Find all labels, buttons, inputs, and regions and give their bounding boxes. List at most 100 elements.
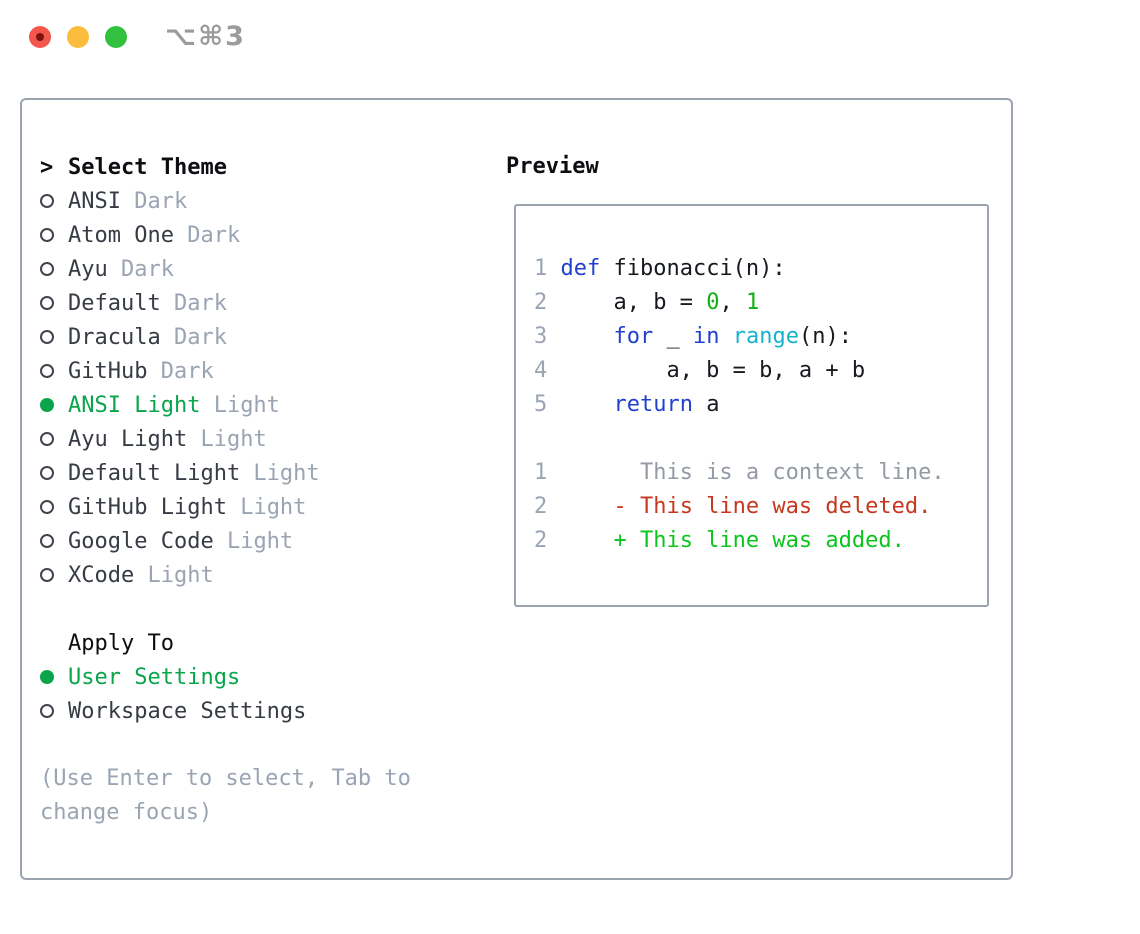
code-segment <box>547 494 613 519</box>
apply-option-workspace-settings[interactable]: Workspace Settings <box>40 694 440 728</box>
close-button[interactable] <box>29 26 51 48</box>
code-segment-deleted: - This line was deleted. <box>613 494 932 519</box>
code-segment <box>547 392 613 417</box>
spacer <box>40 728 440 762</box>
code-line: 1 def fibonacci(n): <box>534 252 987 286</box>
radio-selected-icon <box>40 398 54 412</box>
code-segment-number: 1 <box>745 290 760 315</box>
radio-unselected-icon <box>40 432 54 446</box>
code-line: 5 return a <box>534 388 987 422</box>
radio-unselected-icon <box>40 262 54 276</box>
theme-option-github-light[interactable]: GitHub Light Light <box>40 490 440 524</box>
theme-name: Ayu Light <box>68 426 188 452</box>
line-number: 1 <box>534 256 548 281</box>
code-line: 4 a, b = b, a + b <box>534 354 987 388</box>
select-theme-title: Select Theme <box>68 154 227 180</box>
close-button-dot <box>36 33 44 41</box>
theme-name: ANSI Light <box>68 392 201 418</box>
theme-option-github[interactable]: GitHub Dark <box>40 354 440 388</box>
zoom-button[interactable] <box>105 26 127 48</box>
line-number: 1 <box>534 460 548 485</box>
theme-variant-badge: Light <box>240 460 320 486</box>
select-theme-header: > Select Theme <box>40 150 440 184</box>
radio-unselected-icon <box>40 194 54 208</box>
theme-variant-badge: Dark <box>120 188 188 214</box>
code-segment <box>547 528 613 553</box>
code-segment: a, b = b, a + b <box>547 358 866 383</box>
preview-section: Preview 1 def fibonacci(n):2 a, b = 0, 1… <box>506 150 989 607</box>
apply-to-header: Apply To <box>40 626 440 660</box>
keyboard-shortcut-label: ⌥⌘3 <box>165 21 246 52</box>
radio-unselected-icon <box>40 296 54 310</box>
code-segment-keyword: def <box>560 256 601 281</box>
radio-unselected-icon <box>40 228 54 242</box>
theme-option-xcode[interactable]: XCode Light <box>40 558 440 592</box>
code-line: 2 - This line was deleted. <box>534 490 987 524</box>
code-line <box>534 422 987 456</box>
prompt-caret-icon: > <box>40 154 54 180</box>
code-segment: , <box>719 290 746 315</box>
theme-name: XCode <box>68 562 135 588</box>
code-segment-function: range <box>732 324 799 349</box>
radio-unselected-icon <box>40 330 54 344</box>
theme-option-ayu[interactable]: Ayu Dark <box>40 252 440 286</box>
code-line: 2 a, b = 0, 1 <box>534 286 987 320</box>
theme-name: Dracula <box>68 324 161 350</box>
theme-option-atom-one[interactable]: Atom One Dark <box>40 218 440 252</box>
radio-unselected-icon <box>40 534 54 548</box>
line-number: 2 <box>534 290 548 315</box>
apply-option-user-settings[interactable]: User Settings <box>40 660 440 694</box>
line-number: 2 <box>534 528 548 553</box>
theme-option-dracula[interactable]: Dracula Dark <box>40 320 440 354</box>
theme-variant-badge: Dark <box>173 222 241 248</box>
theme-variant-badge: Light <box>226 494 307 520</box>
theme-name: ANSI <box>68 188 121 214</box>
code-segment <box>547 256 560 281</box>
apply-to-title: Apply To <box>68 630 174 656</box>
hint-text: (Use Enter to select, Tab to change focu… <box>40 766 411 825</box>
theme-name: Google Code <box>68 528 214 554</box>
code-segment-number: 0 <box>706 290 720 315</box>
theme-option-ayu-light[interactable]: Ayu Light Light <box>40 422 440 456</box>
theme-option-google-code[interactable]: Google Code Light <box>40 524 440 558</box>
code-segment-keyword: in <box>692 324 720 349</box>
code-segment-keyword: for <box>613 324 654 349</box>
theme-variant-badge: Light <box>187 426 267 452</box>
code-segment: a, b = <box>547 290 707 315</box>
code-segment <box>719 324 732 349</box>
code-segment: a <box>692 392 720 417</box>
code-segment: (n): <box>798 324 852 349</box>
radio-unselected-icon <box>40 364 54 378</box>
theme-variant-badge: Light <box>213 528 294 554</box>
theme-name: Atom One <box>68 222 174 248</box>
theme-name: GitHub Light <box>68 494 227 520</box>
radio-unselected-icon <box>40 500 54 514</box>
theme-name: Ayu <box>68 256 108 282</box>
theme-option-ansi[interactable]: ANSI Dark <box>40 184 440 218</box>
theme-variant-badge: Dark <box>147 358 214 384</box>
line-number: 3 <box>534 324 548 349</box>
radio-selected-icon <box>40 670 54 684</box>
code-line: 3 for _ in range(n): <box>534 320 987 354</box>
theme-variant-badge: Light <box>200 392 280 418</box>
theme-name: Default Light <box>68 460 241 486</box>
theme-variant-badge: Dark <box>107 256 174 282</box>
code-line: 1 This is a context line. <box>534 456 987 490</box>
code-segment-context: This is a context line. <box>547 460 945 485</box>
theme-variant-badge: Dark <box>160 324 227 350</box>
minimize-button[interactable] <box>67 26 89 48</box>
theme-option-default-light[interactable]: Default Light Light <box>40 456 440 490</box>
preview-title: Preview <box>506 154 599 179</box>
radio-unselected-icon <box>40 704 54 718</box>
theme-option-ansi-light[interactable]: ANSI Light Light <box>40 388 440 422</box>
theme-option-default[interactable]: Default Dark <box>40 286 440 320</box>
line-number: 5 <box>534 392 548 417</box>
code-segment: fibonacci(n): <box>600 256 786 281</box>
